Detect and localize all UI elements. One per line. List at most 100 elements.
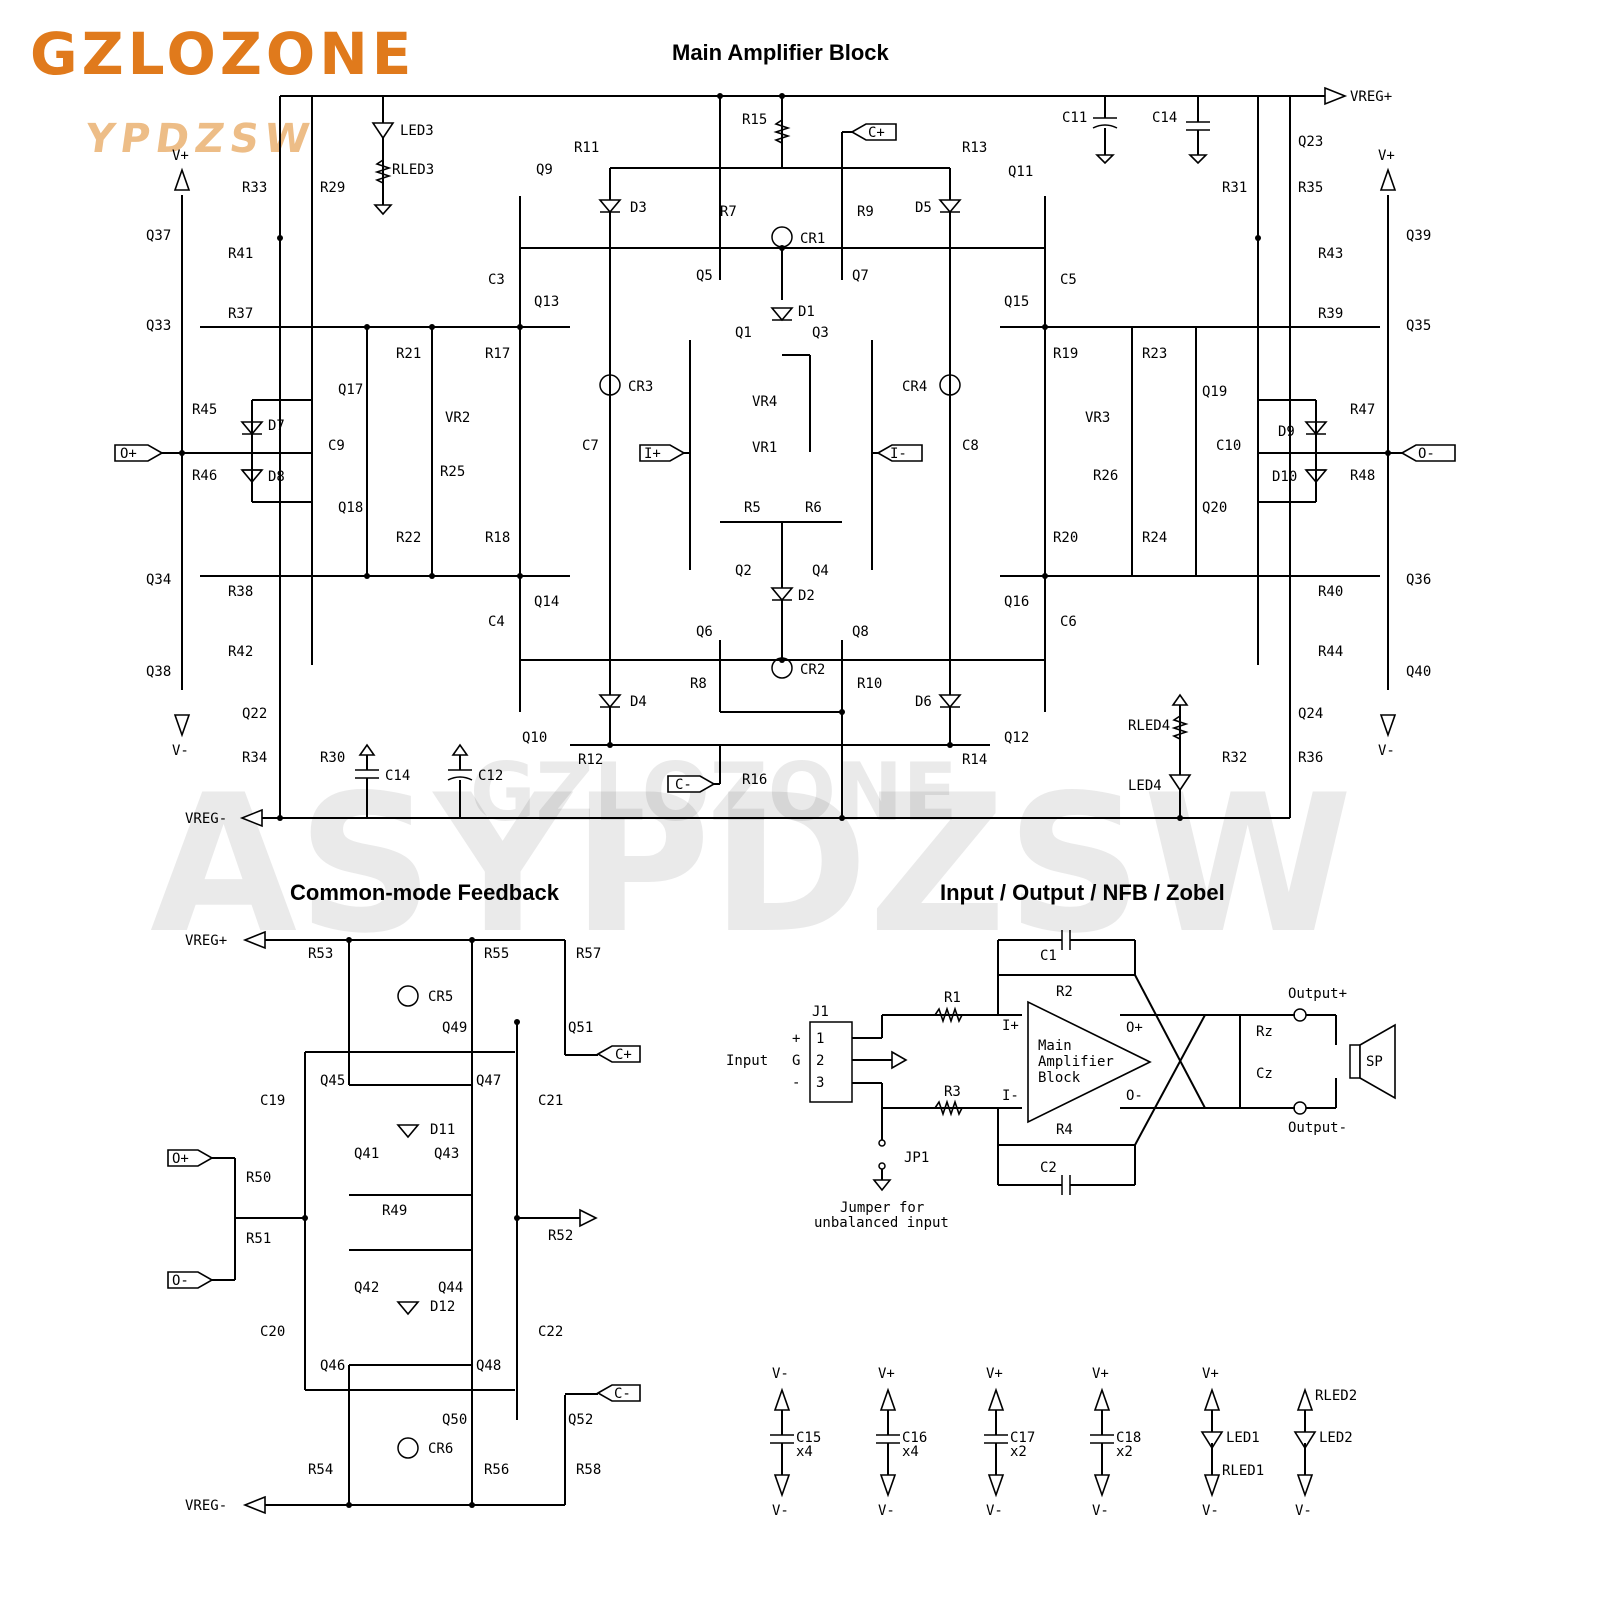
q41-label: Q41 (354, 1146, 379, 1162)
r2-label: R2 (1056, 984, 1073, 1000)
bypass-bottom-arrow-2 (987, 1474, 1005, 1498)
speaker-label: SP (1366, 1054, 1383, 1070)
r17-label: R17 (485, 346, 510, 362)
bypass-top-3: V+ (1092, 1366, 1109, 1382)
j1-connector (809, 1021, 853, 1103)
c2-label: C2 (1040, 1160, 1057, 1176)
brand-overlay: YPDZSW (81, 116, 318, 162)
q48-label: Q48 (476, 1358, 501, 1374)
r45-label: R45 (192, 402, 217, 418)
cr1-source (771, 226, 793, 248)
q50-label: Q50 (442, 1412, 467, 1428)
vreg-pos-flag (1324, 86, 1348, 106)
r52-label: R52 (548, 1228, 573, 1244)
r57-label: R57 (576, 946, 601, 962)
r15-label: R15 (742, 112, 767, 128)
r3-label: R3 (944, 1084, 961, 1100)
d5-label: D5 (915, 200, 932, 216)
cmf-vreg-neg: VREG- (185, 1498, 227, 1514)
d4-label: D4 (630, 694, 647, 710)
cmf-c-neg: C- (614, 1386, 631, 1402)
led3-label: LED3 (400, 123, 434, 139)
bypass-name-5: LED2 (1319, 1430, 1353, 1446)
cr3-source (599, 374, 621, 396)
d1-label: D1 (798, 304, 815, 320)
bypass-bottom-2: V- (986, 1503, 1003, 1519)
bypass-name-4: LED1 (1226, 1430, 1260, 1446)
bypass-name-3: C18 (1116, 1430, 1141, 1446)
r37-label: R37 (228, 306, 253, 322)
vreg-neg-label: VREG- (185, 811, 227, 827)
q45-label: Q45 (320, 1073, 345, 1089)
c13-label: C14 (1152, 110, 1177, 126)
q43-label: Q43 (434, 1146, 459, 1162)
vr1-label: VR1 (752, 440, 777, 456)
amp-label-1: Main (1038, 1038, 1072, 1054)
c20-label: C20 (260, 1324, 285, 1340)
q2-label: Q2 (735, 563, 752, 579)
cz-label: Cz (1256, 1066, 1273, 1082)
bypass-top-arrow-3 (1093, 1387, 1111, 1411)
watermark-line1: GZLOZONE (470, 746, 957, 839)
q42-label: Q42 (354, 1280, 379, 1296)
j1-sign2: G (792, 1053, 800, 1069)
j1-pin2: 2 (816, 1053, 824, 1069)
bypass-bottom-5: V- (1295, 1503, 1312, 1519)
bypass-bottom-0: V- (772, 1503, 789, 1519)
amp-in-pos: I+ (1002, 1018, 1019, 1034)
bypass-qty-1: x4 (902, 1444, 919, 1460)
r8-label: R8 (690, 676, 707, 692)
r16-label: R16 (742, 772, 767, 788)
jp1-label: JP1 (904, 1150, 929, 1166)
r58-label: R58 (576, 1462, 601, 1478)
amp-out-neg: O- (1126, 1088, 1143, 1104)
c4-label: C4 (488, 614, 505, 630)
r18-label: R18 (485, 530, 510, 546)
bypass-strip: V-V-C15x4V+V-C16x4V+V-C17x2V+V-C18x2V+V-… (770, 1366, 1357, 1519)
output-neg-label: Output- (1288, 1120, 1347, 1136)
amp-label-3: Block (1038, 1070, 1081, 1086)
bypass-top-4: V+ (1202, 1366, 1219, 1382)
c-pos-label: C+ (868, 125, 885, 141)
bypass-top-2: V+ (986, 1366, 1003, 1382)
r9-label: R9 (857, 204, 874, 220)
r22-label: R22 (396, 530, 421, 546)
r42-label: R42 (228, 644, 253, 660)
in-pos-label: I+ (644, 446, 661, 462)
c10-label: C10 (1216, 438, 1241, 454)
r39-label: R39 (1318, 306, 1343, 322)
r53-label: R53 (308, 946, 333, 962)
r11-label: R11 (574, 140, 599, 156)
q20-label: Q20 (1202, 500, 1227, 516)
amp-in-neg: I- (1002, 1088, 1019, 1104)
brand-logo: GZLOZONE (30, 20, 415, 88)
q17-label: Q17 (338, 382, 363, 398)
bypass-sub-5: RLED2 (1315, 1388, 1357, 1404)
vreg-pos-label: VREG+ (1350, 89, 1392, 105)
q16-label: Q16 (1004, 594, 1029, 610)
input-label: Input (726, 1053, 768, 1069)
cr2-label: CR2 (800, 662, 825, 678)
vminus-right: V- (1378, 743, 1395, 759)
c8-label: C8 (962, 438, 979, 454)
main-amplifier-block: VREG+ VREG- LED3 RLED3 R15 C+ C11 (114, 86, 1456, 828)
r38-label: R38 (228, 584, 253, 600)
bypass-top-arrow-0 (773, 1387, 791, 1411)
out-neg-flag (1400, 444, 1456, 462)
j1-sign1: + (792, 1031, 800, 1047)
bypass-top-0: V- (772, 1366, 789, 1382)
q13-label: Q13 (534, 294, 559, 310)
r41-label: R41 (228, 246, 253, 262)
q14-label: Q14 (534, 594, 559, 610)
r26-label: R26 (1093, 468, 1118, 484)
r21-label: R21 (396, 346, 421, 362)
q24-label: Q24 (1298, 706, 1323, 722)
r29-label: R29 (320, 180, 345, 196)
bypass-name-2: C17 (1010, 1430, 1035, 1446)
q38-label: Q38 (146, 664, 171, 680)
out-pos-flag (114, 444, 164, 462)
d3-label: D3 (630, 200, 647, 216)
cr4-source (939, 374, 961, 396)
q36-label: Q36 (1406, 572, 1431, 588)
jumper-note-1: Jumper for (840, 1200, 924, 1216)
